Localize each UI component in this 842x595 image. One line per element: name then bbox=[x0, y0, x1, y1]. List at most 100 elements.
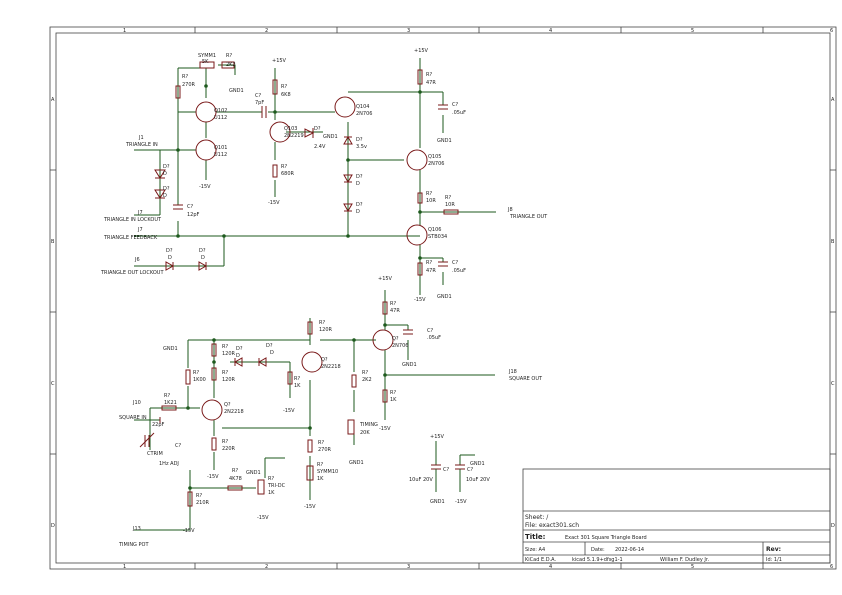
r47l-ref: R? bbox=[426, 260, 432, 266]
r-270r-upper: R? 270R bbox=[175, 74, 196, 99]
r10a-value: 10R bbox=[426, 198, 436, 204]
tb-sheet: Sheet: / bbox=[525, 514, 549, 521]
q101-ref: Q101 bbox=[214, 145, 227, 151]
row-c-right: C bbox=[831, 381, 835, 387]
junction-dots bbox=[176, 84, 422, 260]
tb-size: Size: A4 bbox=[525, 547, 545, 553]
j13-name: TIMING POT bbox=[118, 542, 149, 548]
r120c-ref: R? bbox=[319, 320, 325, 326]
r47l-m15: -15V bbox=[414, 297, 426, 303]
r-47r-upper: +15V R? 47R bbox=[414, 48, 436, 86]
bulk-c1-ref: C? bbox=[443, 467, 449, 473]
col-3-top: 3 bbox=[407, 28, 410, 34]
q105-value: 2N706 bbox=[428, 161, 444, 167]
r1ka-value: 1K bbox=[294, 383, 301, 389]
j7-name: TRIANGLE IN LOCKOUT bbox=[103, 217, 162, 223]
r1k21-value: 1K21 bbox=[164, 400, 177, 406]
j6-connector: J6 TRIANGLE OUT LOCKOUT bbox=[100, 257, 164, 276]
r10a-ref: R? bbox=[426, 191, 432, 197]
j6-name: TRIANGLE OUT LOCKOUT bbox=[100, 270, 164, 276]
symm1-trimpot: SYMM1 5K R? 2K2 GND1 bbox=[198, 53, 244, 94]
r47s-ref: R? bbox=[390, 301, 396, 307]
r120b-ref: R? bbox=[222, 370, 228, 376]
zener-24v: D? 2.4V GND1 bbox=[304, 126, 338, 150]
r120a-ref: R? bbox=[222, 344, 228, 350]
q102-ref: Q102 bbox=[214, 108, 227, 114]
r-6k8: +15V R? 6K8 bbox=[272, 58, 291, 98]
r270l-value: 270R bbox=[318, 447, 332, 453]
lock-d2-ref: D? bbox=[199, 248, 206, 254]
c-12pf: C? 12pF bbox=[173, 204, 200, 218]
sq-gnd-left: GND1 bbox=[163, 346, 178, 352]
symm1-ref: SYMM1 bbox=[198, 53, 216, 59]
c05u-ref: C? bbox=[452, 102, 458, 108]
r478-ref: R? bbox=[232, 468, 238, 474]
r1kb-m15: -15V bbox=[379, 426, 391, 432]
r47l-value: 47R bbox=[426, 268, 436, 274]
r210-m15: -15V bbox=[183, 528, 195, 534]
r6k8-supply: +15V bbox=[272, 58, 287, 64]
col-5-bottom: 5 bbox=[691, 564, 694, 570]
d-val-2: D bbox=[163, 193, 167, 199]
j10-ref: J10 bbox=[132, 400, 141, 406]
row-b-right: B bbox=[831, 239, 835, 245]
stack-d2-val: D bbox=[356, 209, 360, 215]
tri-dc-pot: R? TRI-DC 1K -15V GND1 bbox=[246, 470, 286, 521]
symm10-m15: -15V bbox=[304, 504, 316, 510]
q104-ref: Q104 bbox=[356, 104, 369, 110]
q105-ref: Q105 bbox=[428, 154, 441, 160]
d-ref-1: D? bbox=[163, 164, 170, 170]
zener35-value: 3.5v bbox=[356, 144, 367, 150]
q102-transistor: Q102 U112 bbox=[195, 101, 227, 123]
symm10-ref: R? bbox=[317, 462, 323, 468]
q7c-value: 2N706 bbox=[392, 343, 408, 349]
bulk-c1-gnd: GND1 bbox=[430, 499, 445, 505]
bulk-c2-m15: -15V bbox=[455, 499, 467, 505]
bulk-c2-gnd: GND1 bbox=[470, 461, 485, 467]
lockout-diodes: D? D D? D bbox=[165, 248, 208, 271]
q106-transistor: Q106 STB034 bbox=[406, 224, 447, 246]
r47s-supply: +15V bbox=[378, 276, 393, 282]
j7-ref: J7 bbox=[137, 210, 143, 216]
symm10-value: 1K bbox=[317, 476, 324, 482]
q7a-value: 2N2218 bbox=[224, 409, 244, 415]
r-2k2-ref: R? bbox=[226, 53, 232, 59]
q103-value: 2N2219 bbox=[284, 133, 304, 139]
q106-value: STB034 bbox=[428, 234, 447, 240]
bulk-c2-value: 10uF 20V bbox=[466, 477, 490, 483]
bulk-c1-value: 10uF 20V bbox=[409, 477, 433, 483]
trim-cap: C? CTRIM 1Hz ADJ bbox=[139, 432, 181, 467]
square-caps: 22pF C? .05uF GND1 GND1 bbox=[152, 328, 441, 428]
col-2-top: 2 bbox=[265, 28, 268, 34]
zener24-gnd: GND1 bbox=[323, 134, 338, 140]
r2k2l-ref: R? bbox=[362, 370, 368, 376]
q102-value: U112 bbox=[214, 115, 227, 121]
r1kb-ref: R? bbox=[390, 390, 396, 396]
j6-ref: J6 bbox=[134, 257, 140, 263]
tri-value: 1K bbox=[268, 490, 275, 496]
r2k2l-value: 2K2 bbox=[362, 377, 372, 383]
timing-value: 20K bbox=[360, 430, 370, 436]
q103-transistor: Q103 2N2219 bbox=[269, 121, 304, 143]
stack-d1-val: D bbox=[356, 181, 360, 187]
q101-m15: -15V bbox=[199, 184, 211, 190]
gnd-symm: GND1 bbox=[229, 88, 244, 94]
q7b-ref: Q? bbox=[321, 357, 328, 363]
bulk-caps: +15V C? 10uF 20V GND1 C? 10uF 20V -15V G… bbox=[409, 434, 490, 505]
tri-m15: -15V bbox=[257, 515, 269, 521]
tb-date-value: 2022-06-14 bbox=[615, 547, 644, 553]
r680-m15: -15V bbox=[268, 200, 280, 206]
r1kb-value: 1K bbox=[390, 397, 397, 403]
r220-value: 220R bbox=[222, 446, 236, 452]
col-1-bottom: 1 bbox=[123, 564, 126, 570]
row-a-left: A bbox=[51, 97, 55, 103]
col-4-top: 4 bbox=[549, 28, 552, 34]
q7b-value: 2N2218 bbox=[321, 364, 341, 370]
col-4-bottom: 4 bbox=[549, 564, 552, 570]
col-2-bottom: 2 bbox=[265, 564, 268, 570]
trim-value: 1Hz ADJ bbox=[159, 461, 179, 467]
sq-d1-ref: D? bbox=[266, 343, 273, 349]
j8-ref: J8 bbox=[507, 207, 513, 213]
title-block: Sheet: / File: exact301.sch Title: Exact… bbox=[522, 468, 831, 564]
